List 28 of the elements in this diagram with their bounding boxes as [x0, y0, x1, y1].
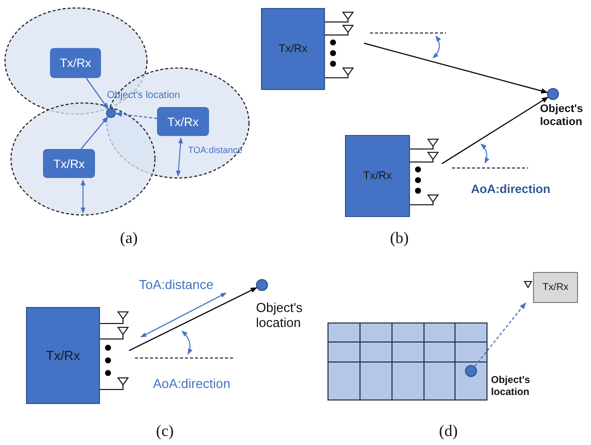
- transceiver-box: Tx/Rx: [533, 272, 578, 303]
- measurement-label: ToA:distance: [139, 278, 214, 293]
- arrow: [364, 42, 548, 94]
- arrow: [474, 302, 526, 367]
- location-dot: [256, 279, 268, 291]
- arrow: [442, 96, 548, 164]
- panel-label: (c): [156, 423, 174, 442]
- arrow: [86, 78, 109, 110]
- measurement-label: AoA:direction: [153, 377, 230, 392]
- location-label: Object's location: [107, 90, 182, 102]
- transceiver-box: Tx/Rx: [345, 135, 410, 217]
- location-label: Object's location: [540, 103, 584, 128]
- location-label: Object's location: [256, 301, 304, 331]
- transceiver-box: Tx/Rx: [261, 8, 325, 90]
- transceiver-box: Tx/Rx: [43, 149, 95, 178]
- panel-label: (d): [439, 423, 458, 442]
- arrow: [115, 112, 158, 119]
- location-label: Object's location: [491, 375, 532, 398]
- transceiver-box: Tx/Rx: [157, 107, 209, 136]
- measurement-label: TOA:distance: [188, 145, 242, 156]
- panel-label: (a): [120, 230, 138, 248]
- arrow: [80, 116, 108, 150]
- measurement-label: AoA:direction: [471, 183, 550, 197]
- arrow: [128, 287, 258, 352]
- location-dot: [547, 88, 559, 100]
- transceiver-box: Tx/Rx: [50, 48, 101, 78]
- transceiver-box: Tx/Rx: [26, 307, 100, 404]
- panel-label: (b): [390, 230, 409, 248]
